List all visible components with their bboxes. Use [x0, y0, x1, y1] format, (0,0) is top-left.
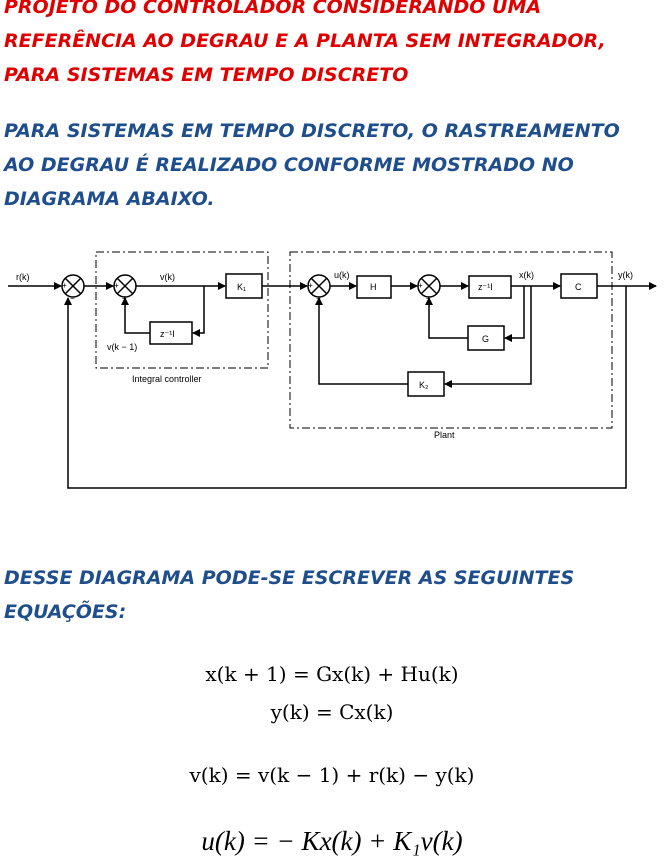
label-h: H: [370, 282, 377, 292]
svg-text:+: +: [308, 281, 313, 290]
equation-integrator: v(k) = v(k − 1) + r(k) − y(k): [189, 763, 475, 787]
equation-output: y(k) = Cx(k): [270, 700, 394, 724]
label-g: G: [482, 334, 489, 344]
label-y: y(k): [618, 270, 633, 280]
label-v: v(k): [160, 272, 175, 282]
label-delay-plant: z⁻¹I: [478, 282, 493, 292]
plant-box: [289, 251, 613, 429]
intro-line-2: AO DEGRAU É REALIZADO CONFORME MOSTRADO …: [4, 154, 574, 176]
section-paragraph: DESSE DIAGRAMA PODE-SE ESCREVER AS SEGUI…: [4, 561, 660, 629]
svg-text:−: −: [316, 294, 321, 303]
svg-text:−: −: [70, 294, 75, 303]
label-r: r(k): [16, 272, 30, 282]
label-delay-integral: z⁻¹I: [160, 329, 175, 339]
equation-control-law: u(k) = − Kx(k) + K₁v(k): [201, 826, 463, 856]
sum-junction-1: [61, 274, 85, 298]
svg-text:+: +: [122, 294, 127, 303]
block-diagram: +− ++ +− ++ r(k) v(k) v(k − 1) z⁻¹I K₁ u…: [8, 251, 657, 489]
intro-paragraph: PARA SISTEMAS EM TEMPO DISCRETO, O RASTR…: [4, 114, 660, 216]
section-line-2: EQUAÇÕES:: [4, 601, 127, 623]
label-k2: K₂: [419, 380, 429, 390]
integral-controller-box: [95, 251, 269, 369]
block-delay-plant: [468, 275, 512, 299]
svg-text:+: +: [426, 294, 431, 303]
svg-text:+: +: [62, 281, 67, 290]
svg-text:+: +: [114, 281, 119, 290]
label-k1: K₁: [237, 282, 246, 292]
label-x: x(k): [519, 270, 534, 280]
label-u: u(k): [334, 270, 350, 280]
svg-text:+: +: [418, 281, 423, 290]
block-h: [356, 275, 392, 299]
label-v-prev: v(k − 1): [107, 342, 137, 352]
title-line-3: PARA SISTEMAS EM TEMPO DISCRETO: [4, 64, 409, 86]
caption-plant: Plant: [434, 430, 455, 440]
caption-integral-controller: Integral controller: [132, 374, 202, 384]
intro-line-1: PARA SISTEMAS EM TEMPO DISCRETO, O RASTR…: [4, 120, 620, 142]
page-title: PROJETO DO CONTROLADOR CONSIDERANDO UMA …: [4, 0, 660, 92]
equation-state: x(k + 1) = Gx(k) + Hu(k): [205, 662, 459, 686]
section-line-1: DESSE DIAGRAMA PODE-SE ESCREVER AS SEGUI…: [4, 567, 575, 589]
title-line-2: REFERÊNCIA AO DEGRAU E A PLANTA SEM INTE…: [4, 30, 606, 52]
intro-line-3: DIAGRAMA ABAIXO.: [4, 188, 215, 210]
label-c: C: [575, 282, 582, 292]
title-line-1: PROJETO DO CONTROLADOR CONSIDERANDO UMA: [4, 0, 542, 18]
